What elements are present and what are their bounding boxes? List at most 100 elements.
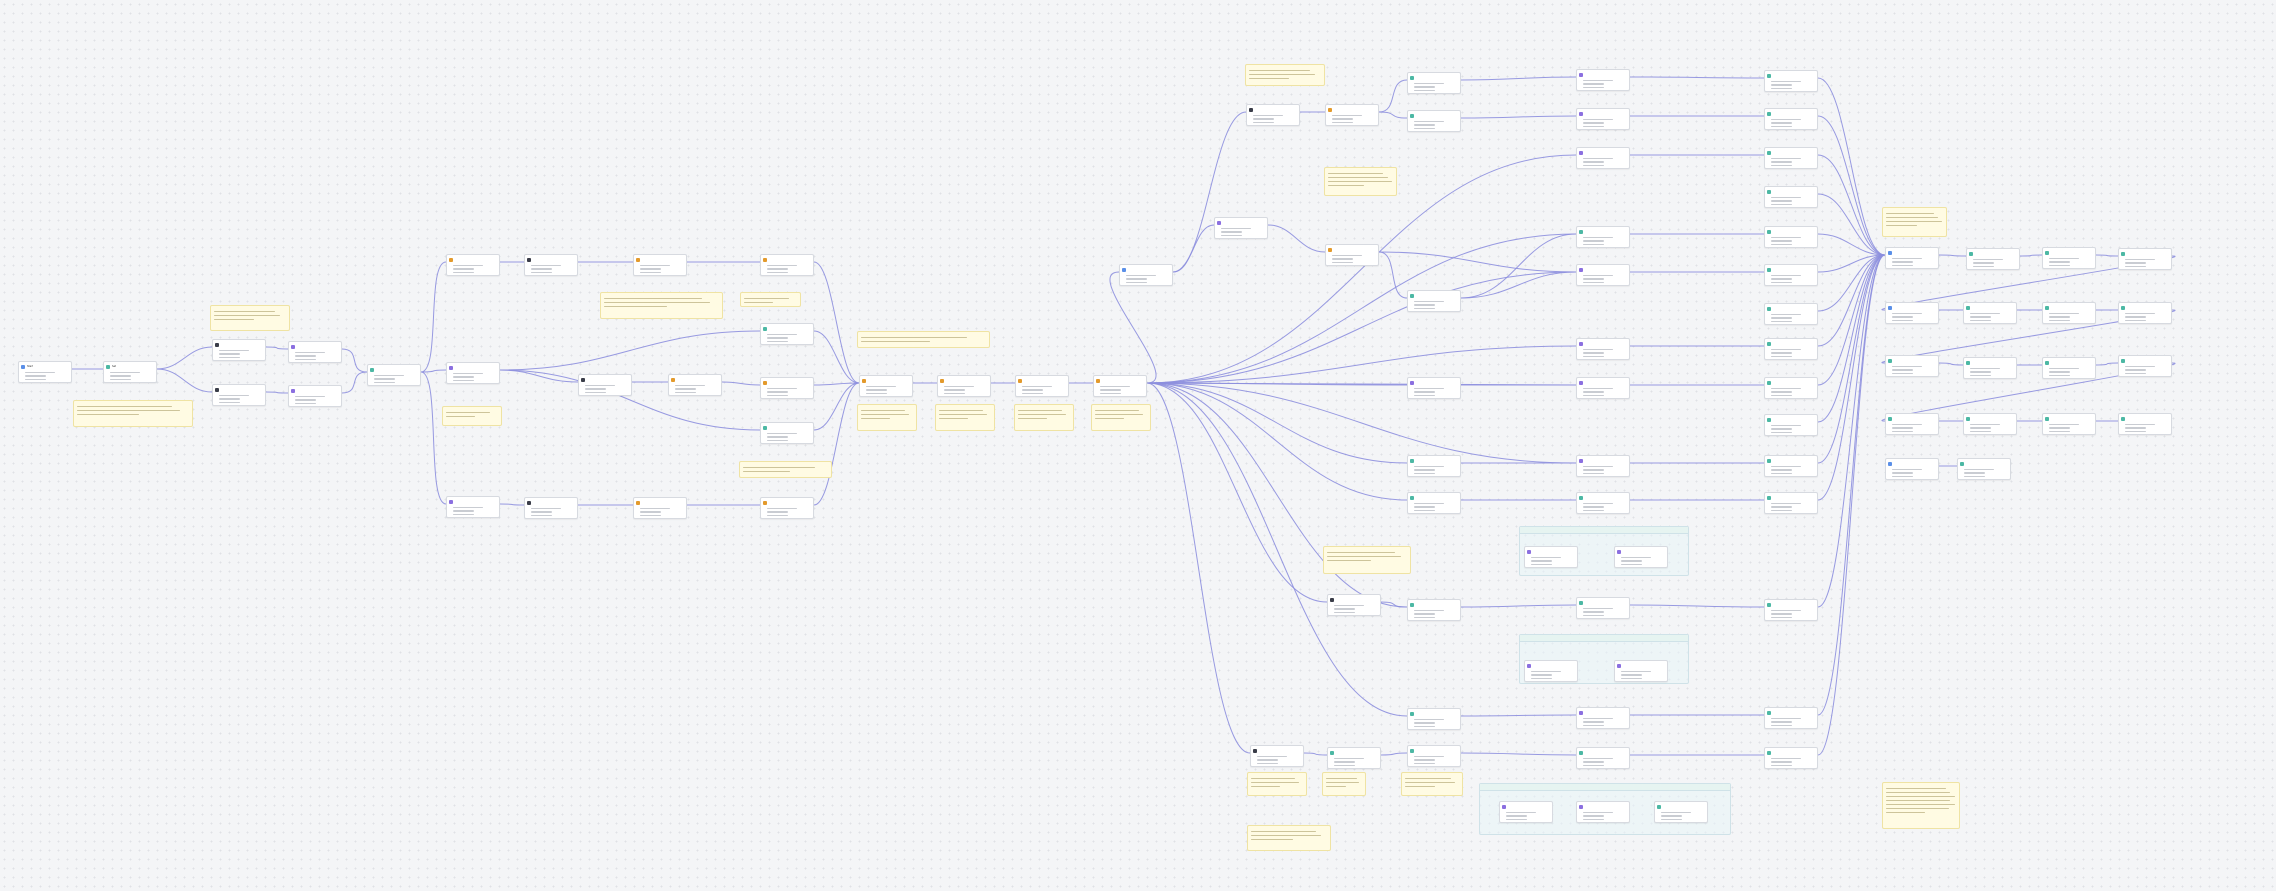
workflow-node[interactable] [2042,357,2096,379]
workflow-node[interactable] [1214,217,1268,239]
sticky-note[interactable] [1882,782,1960,829]
sticky-note[interactable] [857,331,990,348]
sticky-note[interactable] [1323,546,1411,574]
workflow-node[interactable] [288,341,342,363]
workflow-node[interactable] [1407,110,1461,132]
sticky-note[interactable] [1014,404,1074,431]
workflow-node[interactable] [1764,147,1818,169]
workflow-node[interactable] [1576,597,1630,619]
workflow-node[interactable] [446,254,500,276]
workflow-node[interactable] [1885,413,1939,435]
sticky-note[interactable] [740,292,801,307]
workflow-node[interactable] [2042,413,2096,435]
workflow-node[interactable] [1576,264,1630,286]
workflow-node[interactable] [1576,455,1630,477]
workflow-node[interactable] [1407,708,1461,730]
workflow-node[interactable] [1015,375,1069,397]
workflow-node[interactable]: Start [18,361,72,383]
workflow-node[interactable] [1764,108,1818,130]
workflow-node[interactable] [2118,355,2172,377]
workflow-node[interactable] [2118,248,2172,270]
workflow-node[interactable] [446,496,500,518]
workflow-node[interactable] [1576,747,1630,769]
workflow-node[interactable] [1250,745,1304,767]
workflow-node[interactable] [1576,377,1630,399]
workflow-node[interactable] [1764,492,1818,514]
workflow-node[interactable] [1325,244,1379,266]
workflow-node[interactable] [668,374,722,396]
workflow-node[interactable] [1524,660,1578,682]
workflow-node[interactable] [760,323,814,345]
workflow-node[interactable] [1764,303,1818,325]
workflow-node[interactable] [1885,458,1939,480]
workflow-node[interactable] [1764,338,1818,360]
workflow-node[interactable] [578,374,632,396]
sticky-note[interactable] [210,305,290,331]
workflow-node[interactable] [1966,248,2020,270]
workflow-node[interactable] [760,377,814,399]
workflow-node[interactable] [1957,458,2011,480]
workflow-node[interactable] [633,254,687,276]
workflow-node[interactable] [1764,226,1818,248]
workflow-node[interactable] [1654,801,1708,823]
workflow-node[interactable] [1576,69,1630,91]
workflow-node[interactable] [1407,745,1461,767]
workflow-node[interactable] [2042,247,2096,269]
workflow-node[interactable] [1246,104,1300,126]
sticky-note[interactable] [1324,167,1397,196]
workflow-node[interactable] [1524,546,1578,568]
sticky-note[interactable] [442,406,502,426]
workflow-node[interactable] [633,497,687,519]
sticky-note[interactable] [739,461,832,478]
workflow-node[interactable] [212,384,266,406]
workflow-node[interactable] [1885,247,1939,269]
workflow-node[interactable] [1407,377,1461,399]
workflow-node[interactable] [1407,290,1461,312]
workflow-node[interactable] [760,497,814,519]
workflow-node[interactable] [1885,302,1939,324]
sticky-note[interactable] [935,404,995,431]
workflow-node[interactable] [1325,104,1379,126]
sticky-note[interactable] [1247,772,1307,796]
workflow-node[interactable] [760,422,814,444]
workflow-node[interactable] [1407,72,1461,94]
sticky-note[interactable] [857,404,917,431]
workflow-node[interactable] [1764,747,1818,769]
workflow-node[interactable] [2118,413,2172,435]
workflow-node[interactable] [2042,302,2096,324]
workflow-node[interactable] [2118,302,2172,324]
workflow-node[interactable] [1764,377,1818,399]
workflow-node[interactable] [1576,226,1630,248]
workflow-node[interactable] [288,385,342,407]
workflow-node[interactable]: Set [103,361,157,383]
workflow-node[interactable] [1764,186,1818,208]
workflow-node[interactable] [1764,707,1818,729]
workflow-node[interactable] [1327,594,1381,616]
workflow-node[interactable] [1576,147,1630,169]
workflow-node[interactable] [1963,302,2017,324]
workflow-node[interactable] [1093,375,1147,397]
sticky-note[interactable] [1882,207,1947,237]
workflow-node[interactable] [1963,357,2017,379]
workflow-node[interactable] [1407,455,1461,477]
workflow-node[interactable] [760,254,814,276]
workflow-node[interactable] [524,254,578,276]
workflow-node[interactable] [937,375,991,397]
workflow-node[interactable] [1614,546,1668,568]
workflow-node[interactable] [1576,108,1630,130]
workflow-node[interactable] [1407,599,1461,621]
workflow-node[interactable] [859,375,913,397]
workflow-node[interactable] [1764,455,1818,477]
workflow-node[interactable] [1963,413,2017,435]
workflow-node[interactable] [1764,414,1818,436]
workflow-node[interactable] [1576,801,1630,823]
workflow-node[interactable] [1764,70,1818,92]
sticky-note[interactable] [1247,825,1331,851]
workflow-node[interactable] [1499,801,1553,823]
workflow-node[interactable] [1576,492,1630,514]
workflow-node[interactable] [1576,338,1630,360]
sticky-note[interactable] [73,400,193,427]
sticky-note[interactable] [1245,64,1325,86]
sticky-note[interactable] [1322,772,1366,796]
